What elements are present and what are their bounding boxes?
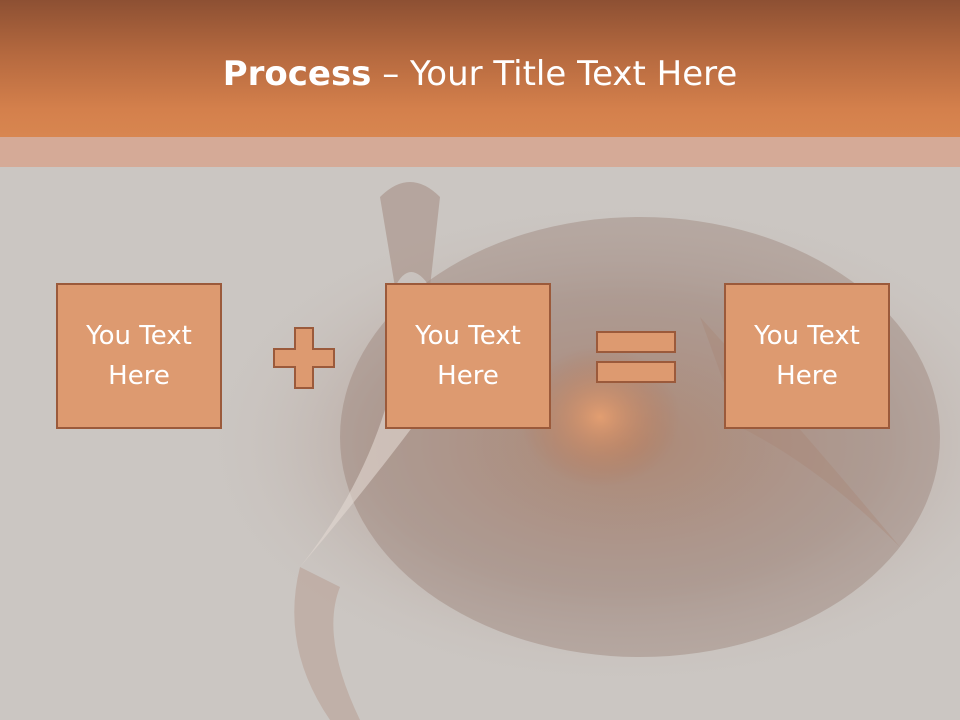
slide-title: Process – Your Title Text Here xyxy=(0,52,960,96)
equals-icon xyxy=(596,331,676,383)
process-box-3-line1: You Text xyxy=(754,321,860,351)
title-bold-part: Process xyxy=(222,54,372,94)
process-box-1-line1: You Text xyxy=(86,321,192,351)
header-accent-band xyxy=(0,137,960,167)
process-box-1-line2: Here xyxy=(108,361,170,391)
title-rest-part: – Your Title Text Here xyxy=(371,54,738,94)
process-box-2-line1: You Text xyxy=(415,321,521,351)
process-box-3[interactable]: You Text Here xyxy=(724,283,890,429)
process-box-3-line2: Here xyxy=(776,361,838,391)
title-header-band xyxy=(0,0,960,137)
process-box-1-text: You Text Here xyxy=(69,316,209,396)
plus-icon xyxy=(273,327,335,389)
process-box-2-text: You Text Here xyxy=(398,316,538,396)
background-artwork xyxy=(0,167,960,720)
process-box-2-line2: Here xyxy=(437,361,499,391)
process-box-2[interactable]: You Text Here xyxy=(385,283,551,429)
process-box-3-text: You Text Here xyxy=(737,316,877,396)
process-box-1[interactable]: You Text Here xyxy=(56,283,222,429)
